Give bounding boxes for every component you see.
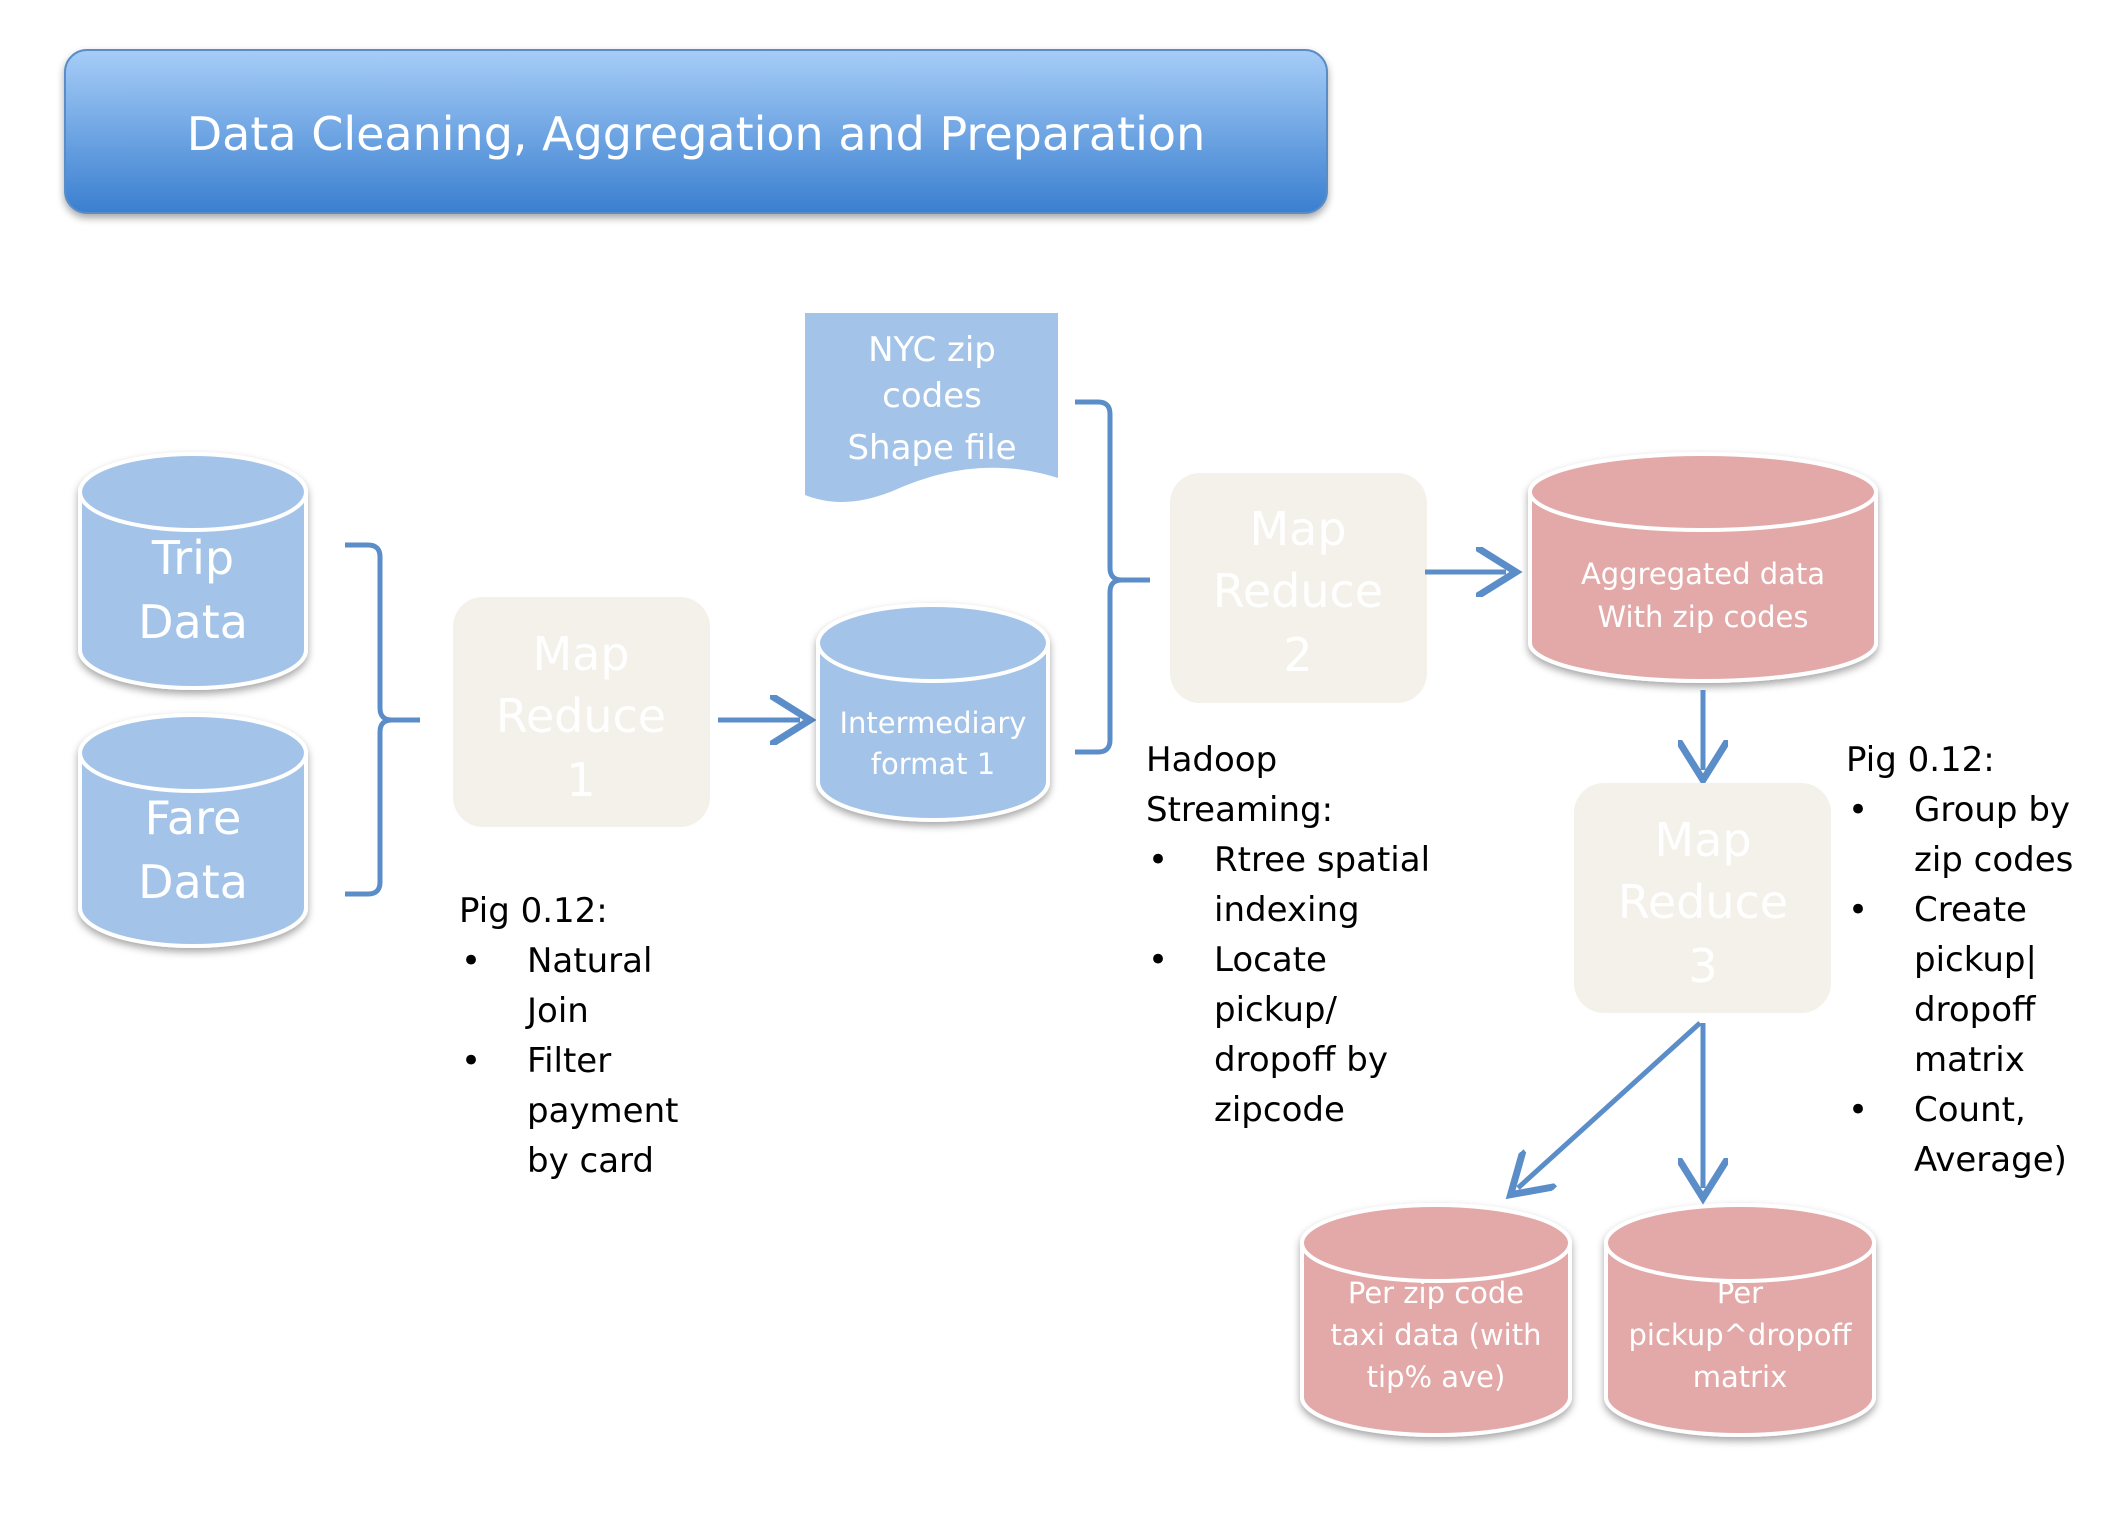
trip-data-label-line1: Trip — [151, 531, 234, 585]
pig-note-1-heading: Pig 0.12: — [459, 891, 608, 931]
intermediary-cylinder: Intermediary format 1 — [816, 603, 1050, 822]
map-reduce-3-box: Map Reduce 3 — [1574, 783, 1831, 1013]
map-reduce-1-line1: Map — [532, 627, 629, 681]
hadoop-note-item: Rtree spatial indexing — [1146, 835, 1446, 935]
fare-data-cylinder: Fare Data — [78, 713, 308, 948]
per-zip-label-line2: taxi data (with — [1331, 1318, 1542, 1352]
aggregated-label-line2: With zip codes — [1597, 600, 1808, 634]
intermediary-label-line1: Intermediary — [840, 706, 1027, 740]
per-matrix-label-line3: matrix — [1693, 1360, 1788, 1394]
map-reduce-2-line3: 2 — [1283, 628, 1312, 682]
shape-file-label-line2: codes — [882, 376, 982, 416]
map-reduce-3-line3: 3 — [1688, 939, 1717, 993]
per-matrix-label-line1: Per — [1717, 1276, 1763, 1310]
map-reduce-1-box: Map Reduce 1 — [453, 597, 710, 827]
pig-note-2-heading: Pig 0.12: — [1846, 740, 1995, 780]
input-brace — [345, 542, 420, 897]
hadoop-note-heading-line2: Streaming: — [1146, 790, 1334, 830]
pig-note-1-list: Natural Join Filter payment by card — [459, 936, 709, 1186]
map-reduce-1-line2: Reduce — [496, 689, 666, 743]
trip-data-label-line2: Data — [138, 595, 248, 649]
fare-data-label-line1: Fare — [145, 791, 242, 845]
pig-note-1: Pig 0.12: Natural Join Filter payment by… — [459, 886, 709, 1186]
pig-note-2-list: Group by zip codes Create pickup| dropof… — [1846, 785, 2096, 1185]
per-matrix-label-line2: pickup^dropoff — [1629, 1318, 1853, 1352]
shape-file-label-line1: NYC zip — [868, 330, 996, 370]
hadoop-note-list: Rtree spatial indexing Locate pickup/ dr… — [1146, 835, 1446, 1135]
map-reduce-1-line3: 1 — [566, 753, 595, 807]
shape-file-label-line3: Shape file — [847, 428, 1016, 468]
pig-note-2-item: Create pickup| dropoff matrix — [1846, 885, 2096, 1085]
trip-data-cylinder: Trip Data — [78, 452, 308, 690]
pig-note-1-item: Natural Join — [459, 936, 709, 1036]
pig-note-2-item: Count, Average) — [1846, 1085, 2096, 1185]
hadoop-note: Hadoop Streaming: Rtree spatial indexing… — [1146, 735, 1446, 1135]
hadoop-note-heading-line1: Hadoop — [1146, 740, 1278, 780]
page-title: Data Cleaning, Aggregation and Preparati… — [187, 107, 1205, 161]
arrow-mr3-to-zip-output — [1518, 1021, 1702, 1188]
map-reduce-2-line1: Map — [1249, 502, 1346, 556]
map-reduce-3-line2: Reduce — [1618, 875, 1788, 929]
mr2-input-brace — [1075, 399, 1150, 755]
hadoop-note-item: Locate pickup/ dropoff by zipcode — [1146, 935, 1446, 1135]
aggregated-label-line1: Aggregated data — [1581, 557, 1825, 591]
per-zip-label-line1: Per zip code — [1348, 1276, 1524, 1310]
title-banner: Data Cleaning, Aggregation and Preparati… — [64, 49, 1328, 214]
map-reduce-2-box: Map Reduce 2 — [1170, 473, 1427, 703]
map-reduce-2-line2: Reduce — [1213, 564, 1383, 618]
pig-note-1-item: Filter payment by card — [459, 1036, 709, 1186]
shape-file-document: NYC zip codes Shape file — [805, 313, 1058, 502]
per-zip-label-line3: tip% ave) — [1367, 1360, 1506, 1394]
map-reduce-3-line1: Map — [1654, 813, 1751, 867]
fare-data-label-line2: Data — [138, 855, 248, 909]
aggregated-data-cylinder: Aggregated data With zip codes — [1528, 452, 1878, 683]
pig-note-2-item: Group by zip codes — [1846, 785, 2096, 885]
intermediary-label-line2: format 1 — [871, 747, 995, 781]
per-matrix-output-cylinder: Per pickup^dropoff matrix — [1604, 1203, 1876, 1437]
pig-note-2: Pig 0.12: Group by zip codes Create pick… — [1846, 735, 2096, 1185]
per-zip-output-cylinder: Per zip code taxi data (with tip% ave) — [1300, 1203, 1572, 1437]
